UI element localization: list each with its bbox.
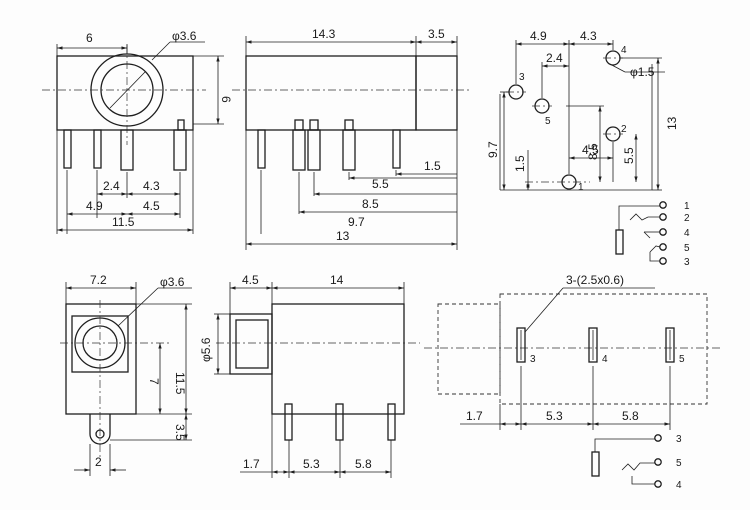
schematic-bottom: 3 5 4 [591,434,682,491]
schematic-top-pin-4: 4 [684,228,690,239]
dim-bottom-center: 7 [147,378,161,385]
dim-side-length: 14 [330,273,344,287]
dim-fp-c: 2.4 [546,51,563,65]
footprint-pin-4: 4 [621,45,627,56]
dim-side-pitch-b: 5.3 [303,457,320,471]
footprint-view: 3 5 4 2 1 4.9 4.3 2.4 φ1.5 4.5 5.5 8.5 9… [486,29,679,193]
dim-hole: φ3.6 [172,29,197,43]
dim-slot-pitch-c: 5.8 [622,409,639,423]
footprint-pin-2: 2 [621,124,627,135]
front-view-top: 6 φ3.6 6 2.4 4.3 4.9 4.5 11.5 [42,29,233,234]
dim-fp-hole: φ1.5 [630,65,655,79]
dim-d3: 8.5 [362,197,379,211]
schematic-top-pin-5: 5 [684,243,690,254]
schematic-top-pin-3: 3 [684,257,690,268]
dim-body-length: 14.3 [312,27,336,41]
dim-d4: 9.7 [348,215,365,229]
dim-pin-c: 4.9 [86,199,103,213]
dim-fp-f: 8.5 [586,143,600,160]
dim-side-nose: 4.5 [242,273,259,287]
dim-d5: 13 [336,229,350,243]
dim-bottom-height: 11.5 [173,372,187,395]
dim-fp-d: 4.5 [582,143,599,157]
schematic-bottom-pin-5: 5 [676,458,682,469]
dim-pin-b: 4.3 [143,179,160,193]
dim-d1: 1.5 [424,159,441,173]
dim-fp-g: 9.7 [486,141,500,158]
dim-bottom-hole: φ3.6 [160,275,185,289]
schematic-bottom-pin-3: 3 [676,434,682,445]
dim-pin-a: 2.4 [103,179,120,193]
footprint-pin-5: 5 [545,116,551,127]
dim-side-pitch-c: 5.8 [355,457,372,471]
dim-side-pitch-a: 1.7 [243,457,260,471]
slot-pin-5: 5 [679,354,685,365]
dim-side-nose-dia: φ5.6 [199,337,213,362]
footprint-pin-3: 3 [519,72,525,83]
slot-pin-4: 4 [602,354,608,365]
dim-slot-pitch-a: 1.7 [466,409,483,423]
dim-fp-b: 4.3 [580,29,597,43]
dim-height: 6 [219,96,233,103]
dim-slot-pitch-b: 5.3 [546,409,563,423]
side-view-top: 14.3 3.5 1.5 5.5 8.5 9.7 13 [232,27,470,250]
dim-nose-length: 3.5 [428,27,445,41]
slot-callout: 3-(2.5x0.6) [566,273,624,287]
schematic-top: 1 2 4 5 3 [615,201,690,268]
side-view-bottom: 4.5 14 φ5.6 1.7 5.3 5.8 [199,273,420,478]
dim-width: 6 [86,31,93,45]
dim-total: 11.5 [112,215,135,229]
dim-d2: 5.5 [372,177,389,191]
dim-bottom-tab-width: 2 [95,455,102,469]
slot-pin-3: 3 [530,354,536,365]
dim-fp-e: 5.5 [622,147,636,164]
schematic-top-pin-2: 2 [684,213,690,224]
schematic-bottom-pin-4: 4 [676,480,682,491]
dim-fp-i: 13 [665,116,679,130]
slot-view: 3 4 5 3-(2.5x0.6) 1.7 5.3 5.8 [424,273,720,430]
dim-bottom-width: 7.2 [90,273,107,287]
front-view-bottom: 7.2 φ3.6 11.5 7 3.5 2 [60,273,192,476]
dim-bottom-tab: 3.5 [173,424,187,441]
footprint-pin-1: 1 [578,182,584,193]
dim-pin-d: 4.5 [143,199,160,213]
schematic-top-pin-1: 1 [684,201,690,212]
dim-fp-a: 4.9 [530,29,547,43]
dim-fp-h: 1.5 [513,155,527,172]
